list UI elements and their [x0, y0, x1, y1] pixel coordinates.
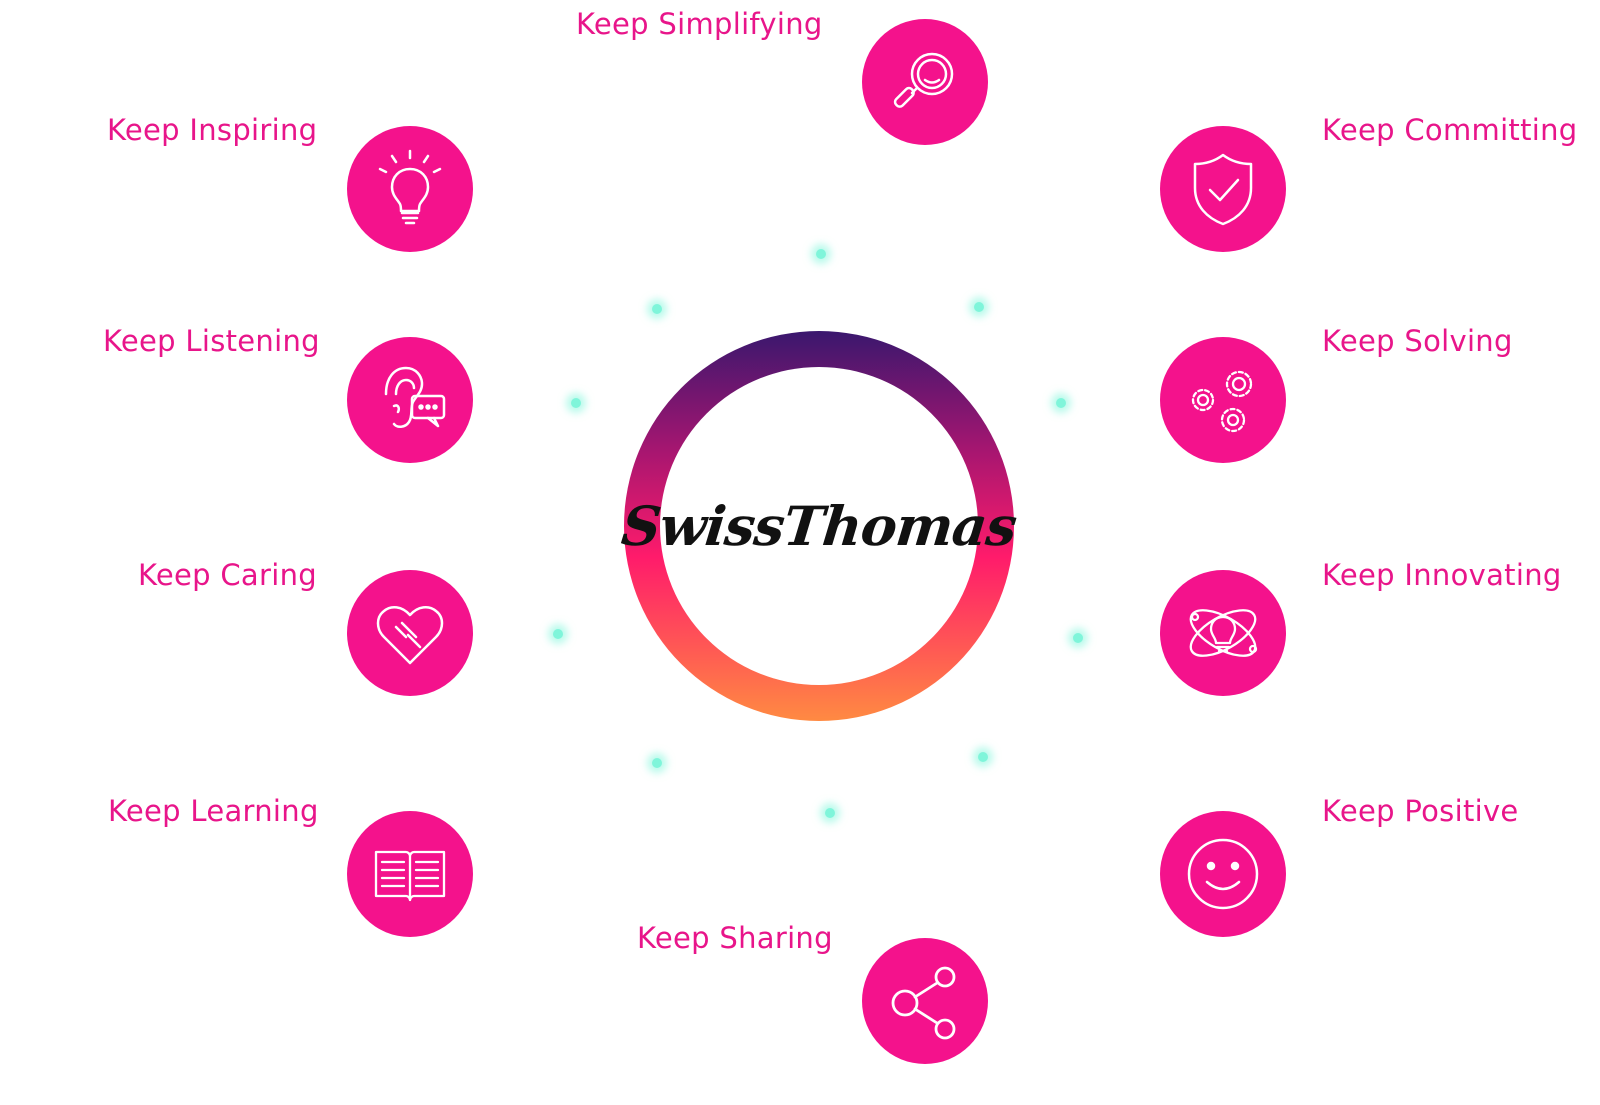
- smiley-icon: [1187, 838, 1259, 910]
- center-logo-area: SwissThomas: [619, 367, 1019, 685]
- label-keep-simplifying: Keep Simplifying: [576, 7, 823, 41]
- center-ring: SwissThomas: [619, 331, 1019, 721]
- label-keep-caring: Keep Caring: [138, 558, 317, 592]
- badge-keep-inspiring: [347, 126, 473, 252]
- label-keep-sharing: Keep Sharing: [637, 921, 833, 955]
- badge-keep-simplifying: [862, 19, 988, 145]
- badge-keep-listening: [347, 337, 473, 463]
- shield-check-icon: [1193, 153, 1253, 226]
- label-keep-solving: Keep Solving: [1322, 324, 1513, 358]
- label-keep-listening: Keep Listening: [103, 324, 320, 358]
- label-keep-positive: Keep Positive: [1322, 794, 1519, 828]
- open-book-icon: [374, 850, 446, 902]
- label-keep-learning: Keep Learning: [108, 794, 319, 828]
- connector-dot: [974, 302, 984, 312]
- connector-dot: [816, 249, 826, 259]
- atom-bulb-icon: [1189, 609, 1258, 657]
- badge-keep-sharing: [862, 938, 988, 1064]
- heart-handshake-icon: [376, 606, 444, 665]
- connector-dot: [1073, 633, 1083, 643]
- connector-dot: [553, 629, 563, 639]
- magnifier-icon: [893, 52, 954, 108]
- label-keep-inspiring: Keep Inspiring: [107, 113, 318, 147]
- label-keep-innovating: Keep Innovating: [1322, 558, 1562, 592]
- ear-chat-icon: [384, 366, 446, 428]
- badge-keep-innovating: [1160, 570, 1286, 696]
- lightbulb-icon: [378, 149, 442, 225]
- connector-dot: [825, 808, 835, 818]
- connector-dot: [652, 758, 662, 768]
- share-icon: [891, 966, 956, 1040]
- connector-dot: [571, 398, 581, 408]
- badge-keep-committing: [1160, 126, 1286, 252]
- badge-keep-learning: [347, 811, 473, 937]
- connector-dot: [652, 304, 662, 314]
- gears-icon: [1191, 370, 1253, 433]
- badge-keep-solving: [1160, 337, 1286, 463]
- connector-dot: [1056, 398, 1066, 408]
- label-keep-committing: Keep Committing: [1322, 113, 1578, 147]
- badge-keep-caring: [347, 570, 473, 696]
- brand-logo-text: SwissThomas: [618, 494, 1020, 558]
- connector-dot: [978, 752, 988, 762]
- badge-keep-positive: [1160, 811, 1286, 937]
